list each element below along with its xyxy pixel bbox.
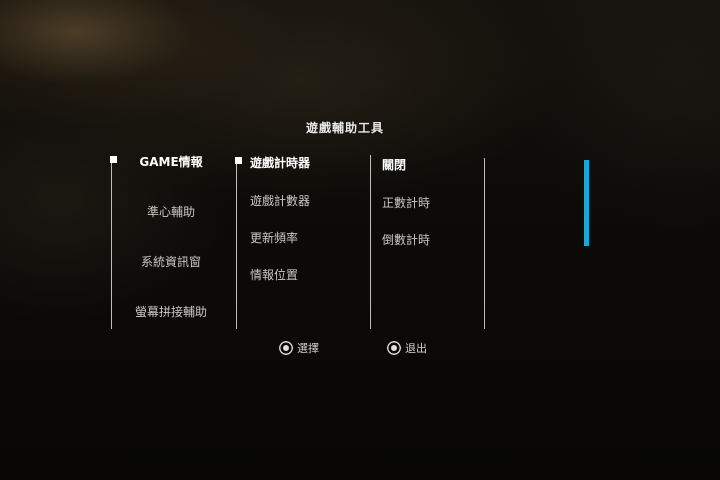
menu-item-crosshair[interactable]: 準心輔助 — [146, 205, 195, 219]
menu-item-game-timer[interactable]: 遊戲計時器 — [250, 156, 311, 170]
option-count-up[interactable]: 正數計時 — [382, 196, 431, 210]
hint-exit: 退出 — [386, 340, 427, 356]
menu-title: 遊戲輔助工具 — [305, 121, 384, 135]
option-off[interactable]: 關閉 — [382, 158, 407, 172]
scrollbar[interactable] — [584, 160, 589, 246]
hint-select-label: 選擇 — [297, 342, 319, 355]
selection-marker-column1 — [110, 156, 117, 163]
menu-item-game-counter[interactable]: 遊戲計數器 — [250, 194, 311, 208]
column2-divider — [236, 163, 237, 329]
column1-divider — [111, 163, 112, 329]
joystick-icon — [278, 340, 294, 356]
hint-select: 選擇 — [278, 340, 319, 356]
menu-item-game-info[interactable]: GAME情報 — [139, 155, 203, 169]
joystick-icon — [386, 340, 402, 356]
menu-item-system-info-window[interactable]: 系統資訊窗 — [140, 255, 201, 269]
hint-exit-label: 退出 — [405, 342, 427, 355]
menu-item-refresh-rate[interactable]: 更新頻率 — [250, 231, 299, 245]
column4-divider — [484, 158, 485, 329]
menu-item-info-position[interactable]: 情報位置 — [250, 268, 299, 282]
column3-divider — [370, 155, 371, 329]
menu-item-screen-alignment[interactable]: 螢幕拼接輔助 — [134, 305, 207, 319]
option-count-down[interactable]: 倒數計時 — [382, 233, 431, 247]
selection-marker-column2 — [235, 157, 242, 164]
